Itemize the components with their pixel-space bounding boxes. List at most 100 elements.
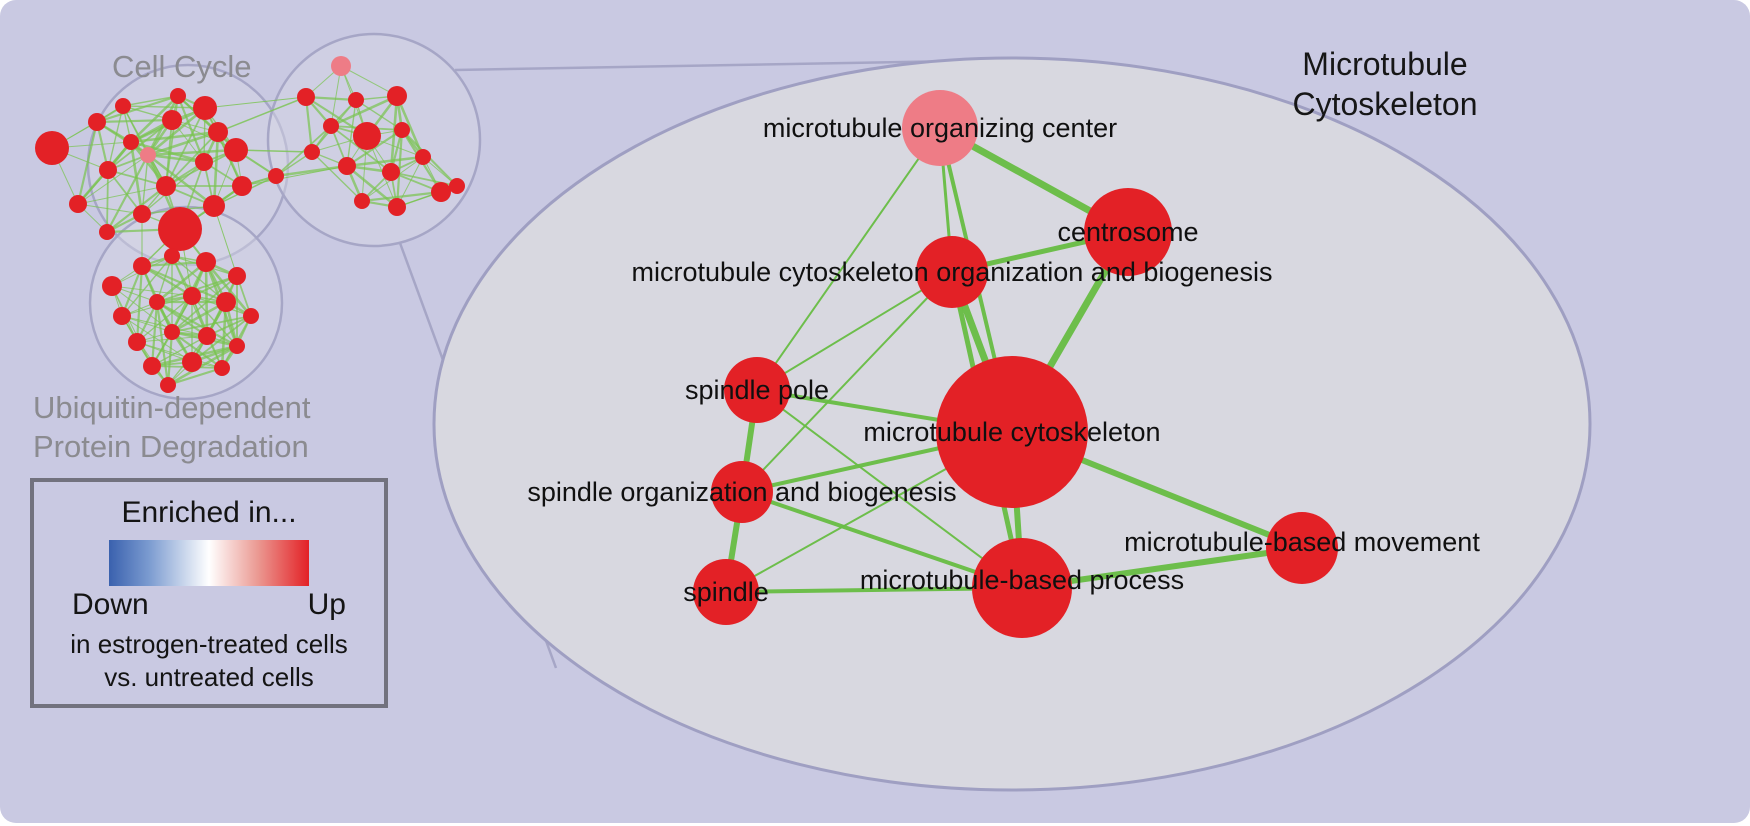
minimap-node[interactable] xyxy=(353,122,381,150)
minimap-node[interactable] xyxy=(196,252,216,272)
minimap-node[interactable] xyxy=(229,338,245,354)
minimap-edge[interactable] xyxy=(107,105,124,171)
network-node-mco[interactable] xyxy=(916,236,988,308)
network-node-spindle_pole[interactable] xyxy=(724,357,790,423)
minimap-edge[interactable] xyxy=(361,190,442,203)
minimap-node[interactable] xyxy=(170,88,186,104)
minimap-edge[interactable] xyxy=(121,255,173,317)
minimap-edge[interactable] xyxy=(346,164,398,209)
network-node-mt_cytoskeleton[interactable] xyxy=(936,356,1088,508)
minimap-node[interactable] xyxy=(243,308,259,324)
minimap-node[interactable] xyxy=(123,134,139,150)
minimap-edge[interactable] xyxy=(330,125,392,173)
minimap-edge[interactable] xyxy=(346,155,424,168)
minimap-edge[interactable] xyxy=(165,131,219,187)
minimap-node[interactable] xyxy=(415,149,431,165)
minimap-node[interactable] xyxy=(88,113,106,131)
minimap-edge[interactable] xyxy=(346,129,403,167)
minimap-edge[interactable] xyxy=(167,366,223,387)
minimap-node[interactable] xyxy=(338,157,356,175)
minimap-edge[interactable] xyxy=(121,315,208,337)
minimap-node[interactable] xyxy=(224,138,248,162)
minimap-node[interactable] xyxy=(394,122,410,138)
minimap-edge[interactable] xyxy=(107,169,167,187)
minimap-node[interactable] xyxy=(162,110,182,130)
minimap-node[interactable] xyxy=(232,176,252,196)
minimap-node[interactable] xyxy=(182,352,202,372)
minimap-node[interactable] xyxy=(228,267,246,285)
minimap-edge[interactable] xyxy=(346,99,357,167)
minimap-edge[interactable] xyxy=(156,260,207,304)
minimap-edge[interactable] xyxy=(217,96,307,133)
minimap-edge[interactable] xyxy=(340,65,398,97)
minimap-edge[interactable] xyxy=(205,261,252,317)
minimap-edge[interactable] xyxy=(156,255,173,303)
minimap-node[interactable] xyxy=(133,205,151,223)
minimap-node[interactable] xyxy=(156,176,176,196)
minimap-edge[interactable] xyxy=(213,205,238,277)
minimap-edge[interactable] xyxy=(330,65,342,127)
minimap-edge[interactable] xyxy=(147,106,206,157)
minimap-edge[interactable] xyxy=(171,315,252,333)
minimap-edge[interactable] xyxy=(141,265,193,297)
minimap-edge[interactable] xyxy=(204,96,307,109)
network-node-mbm[interactable] xyxy=(1266,512,1338,584)
network-edge-mco-spindle_org[interactable] xyxy=(741,271,953,493)
minimap-node[interactable] xyxy=(449,178,465,194)
minimap-node[interactable] xyxy=(140,147,156,163)
minimap-edge[interactable] xyxy=(141,154,149,215)
network-node-mbp[interactable] xyxy=(972,538,1072,638)
minimap-node[interactable] xyxy=(431,182,451,202)
minimap-edge[interactable] xyxy=(151,335,208,367)
minimap-edge[interactable] xyxy=(96,118,173,124)
minimap-node[interactable] xyxy=(214,360,230,376)
network-edge-mco-spindle_pole[interactable] xyxy=(756,271,953,391)
minimap-edge[interactable] xyxy=(106,169,109,233)
minimap-edge[interactable] xyxy=(96,94,179,124)
minimap-edge[interactable] xyxy=(396,156,424,208)
minimap-edge[interactable] xyxy=(111,285,173,333)
network-edge-spindle_pole-mbp[interactable] xyxy=(756,389,1023,589)
minimap-edge[interactable] xyxy=(155,301,170,386)
minimap-edge[interactable] xyxy=(107,169,143,215)
minimap-edge[interactable] xyxy=(176,95,206,163)
minimap-edge[interactable] xyxy=(76,121,99,205)
minimap-node[interactable] xyxy=(323,118,339,134)
minimap-edge[interactable] xyxy=(77,154,149,205)
minimap-node[interactable] xyxy=(348,92,364,108)
minimap-edge[interactable] xyxy=(150,301,159,367)
network-node-spindle[interactable] xyxy=(693,559,759,625)
minimap-node[interactable] xyxy=(149,294,165,310)
minimap-node[interactable] xyxy=(164,248,180,264)
minimap-node[interactable] xyxy=(208,122,228,142)
minimap-node[interactable] xyxy=(143,357,161,375)
minimap-node[interactable] xyxy=(354,193,370,209)
minimap-node[interactable] xyxy=(198,327,216,345)
minimap-node[interactable] xyxy=(387,86,407,106)
minimap-node[interactable] xyxy=(388,198,406,216)
minimap-edge[interactable] xyxy=(111,285,153,367)
minimap-edge[interactable] xyxy=(304,96,314,153)
minimap-node[interactable] xyxy=(160,377,176,393)
minimap-node[interactable] xyxy=(128,333,146,351)
minimap-edge[interactable] xyxy=(121,315,193,363)
minimap-node[interactable] xyxy=(99,161,117,179)
minimap-node[interactable] xyxy=(193,96,217,120)
minimap-edge[interactable] xyxy=(235,149,313,153)
minimap-node[interactable] xyxy=(69,195,87,213)
minimap-edge[interactable] xyxy=(171,331,223,369)
network-edge-moc-spindle_pole[interactable] xyxy=(756,127,941,391)
minimap-edge[interactable] xyxy=(130,95,179,143)
network-node-moc[interactable] xyxy=(902,90,978,166)
minimap-node[interactable] xyxy=(115,98,131,114)
minimap-node[interactable] xyxy=(203,195,225,217)
minimap-edge[interactable] xyxy=(106,154,149,233)
minimap-edge[interactable] xyxy=(136,295,193,343)
minimap-node[interactable] xyxy=(35,131,69,165)
minimap-node[interactable] xyxy=(216,292,236,312)
minimap-node[interactable] xyxy=(183,287,201,305)
minimap-edge[interactable] xyxy=(171,300,227,334)
minimap-edge[interactable] xyxy=(220,301,228,369)
minimap-node[interactable] xyxy=(102,276,122,296)
minimap-node[interactable] xyxy=(133,257,151,275)
